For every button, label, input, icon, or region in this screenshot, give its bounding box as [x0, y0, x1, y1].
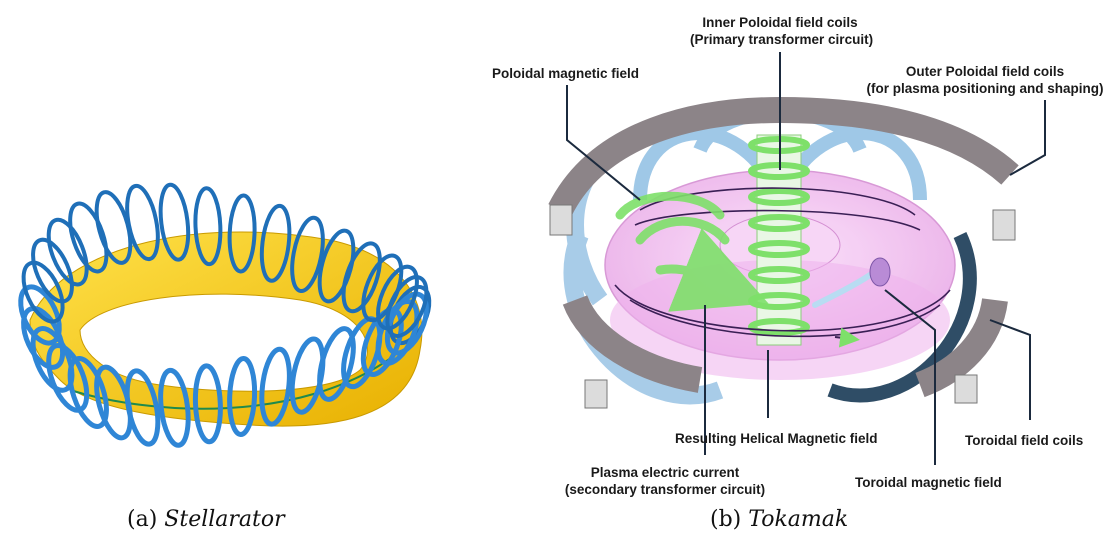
label-toroidal-field-coils: Toroidal field coils [965, 432, 1083, 449]
stellarator-coil [63, 199, 114, 276]
caption-b: (b) Tokamak [710, 507, 848, 532]
label-outer-poloidal-coils: Outer Poloidal field coils (for plasma p… [860, 63, 1110, 97]
outer-coil-end-left [550, 205, 572, 235]
label-outer-poloidal-line2: (for plasma positioning and shaping) [860, 80, 1110, 97]
caption-a-title: Stellarator [164, 507, 284, 532]
caption-a: (a) Stellarator [127, 507, 285, 532]
label-plasma-current-line2: (secondary transformer circuit) [560, 481, 770, 498]
label-toroidal-magnetic-field: Toroidal magnetic field [855, 474, 1002, 491]
label-plasma-current-line1: Plasma electric current [560, 464, 770, 481]
caption-b-marker: (b) [710, 507, 741, 532]
label-resulting-helical-field: Resulting Helical Magnetic field [675, 430, 878, 447]
stellarator-coil [25, 234, 80, 307]
caption-b-title: Tokamak [748, 507, 848, 532]
label-outer-poloidal-line1: Outer Poloidal field coils [860, 63, 1110, 80]
outer-coil-end-right [993, 210, 1015, 240]
stellarator-coil [41, 215, 95, 290]
label-poloidal-magnetic-field: Poloidal magnetic field [492, 65, 639, 82]
tokamak-diagram [550, 52, 1045, 465]
lower-coil-end-left [585, 380, 607, 408]
toroidal-field-port [870, 258, 890, 286]
caption-a-marker: (a) [127, 507, 157, 532]
label-inner-poloidal-line2: (Primary transformer circuit) [690, 31, 870, 48]
lower-coil-end-right [955, 375, 977, 403]
label-plasma-electric-current: Plasma electric current (secondary trans… [560, 464, 770, 498]
label-inner-poloidal-line1: Inner Poloidal field coils [690, 14, 870, 31]
stellarator-diagram [13, 183, 437, 447]
label-inner-poloidal-coils: Inner Poloidal field coils (Primary tran… [690, 14, 870, 48]
